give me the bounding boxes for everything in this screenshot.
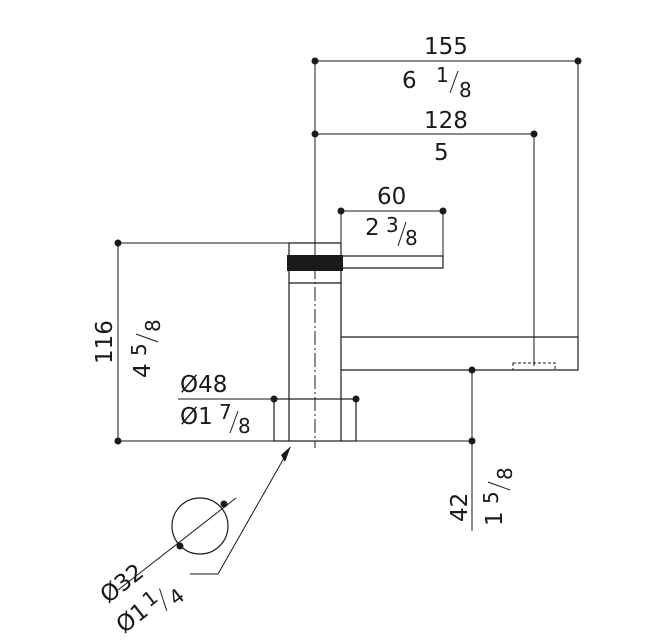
total-reach-in-whole: 6 bbox=[402, 68, 417, 94]
base-diameter-in-den: 8 bbox=[238, 414, 251, 438]
spout-height-in-den: 8 bbox=[493, 467, 517, 480]
leader-line bbox=[217, 450, 289, 575]
hole-diameter-mm: Ø32 bbox=[96, 559, 149, 609]
handle-length-mm: 60 bbox=[377, 184, 406, 210]
dimension-spout-height: 42 1 5 8 bbox=[447, 366, 517, 531]
total-reach-in-num: 1 bbox=[436, 63, 449, 87]
handle-length-in-num: 3 bbox=[386, 213, 399, 237]
total-reach-mm: 155 bbox=[424, 34, 468, 60]
spout-reach-mm: 128 bbox=[424, 108, 468, 134]
dimension-total-height: 116 4 5 8 bbox=[92, 239, 472, 445]
spout-reach-in: 5 bbox=[434, 140, 449, 166]
base-diameter-in-num: 7 bbox=[219, 400, 232, 424]
handle-length-in-den: 8 bbox=[405, 226, 418, 250]
total-reach-in-den: 8 bbox=[459, 78, 472, 102]
spout-height-in-num: 5 bbox=[479, 491, 503, 504]
total-height-in-whole: 4 bbox=[130, 363, 156, 378]
dimension-handle-length: 60 2 3 8 bbox=[337, 184, 447, 256]
mounting-hole bbox=[171, 497, 229, 555]
handle-lever bbox=[341, 255, 444, 269]
handle-ring bbox=[287, 255, 343, 271]
total-height-mm: 116 bbox=[92, 320, 118, 364]
dimension-hole-diameter: Ø32 Ø1 1 4 bbox=[96, 446, 291, 639]
leader-arrow bbox=[281, 446, 291, 462]
spout bbox=[341, 336, 579, 371]
total-height-in-den: 8 bbox=[141, 319, 165, 332]
spout-height-mm: 42 bbox=[447, 493, 473, 522]
spout-height-in-whole: 1 bbox=[482, 511, 508, 526]
dimension-base-diameter: Ø48 Ø1 7 8 bbox=[178, 372, 360, 438]
total-height-in-num: 5 bbox=[127, 343, 151, 356]
faucet-outline bbox=[273, 242, 579, 448]
base-diameter-mm: Ø48 bbox=[180, 372, 227, 398]
handle-length-in-whole: 2 bbox=[365, 215, 380, 241]
dimension-total-reach: 155 6 1 8 bbox=[311, 34, 582, 337]
hole-diameter-in-den: 4 bbox=[164, 583, 189, 610]
base-diameter-in-prefix: Ø1 bbox=[180, 404, 213, 430]
dimension-spout-reach: 128 5 bbox=[311, 108, 538, 366]
